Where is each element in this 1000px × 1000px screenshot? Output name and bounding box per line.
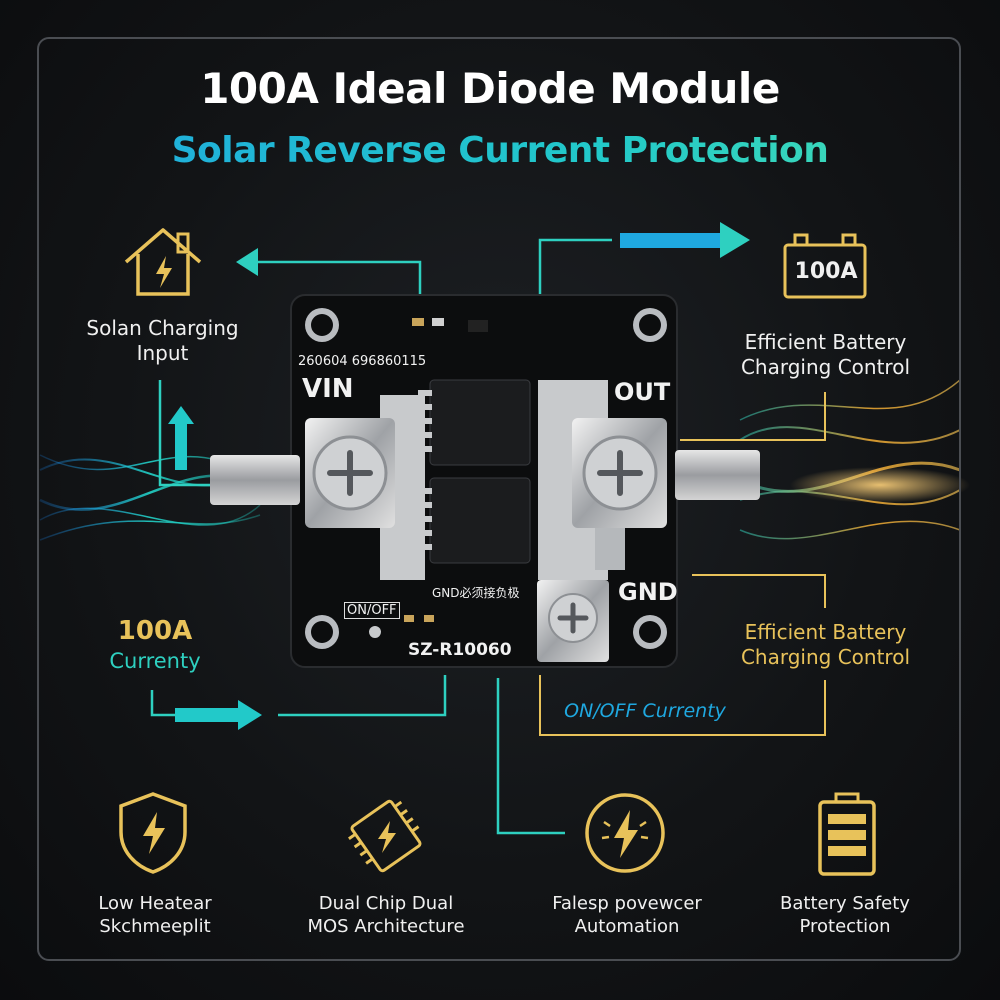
callout-battery-top-line2: Charging Control — [740, 355, 911, 379]
feature-dual-chip-line1: Dual Chip Dual — [318, 893, 454, 914]
battery-icon — [810, 790, 886, 884]
page-subtitle: Solar Reverse Current Protection — [0, 130, 1000, 171]
board-vin-label: VIN — [302, 374, 354, 404]
board-serial: 260604 696860115 — [298, 354, 427, 369]
board-onoff-label: ON/OFF — [344, 602, 400, 619]
board-model: SZ-R10060 — [408, 640, 512, 660]
page-title: 100A Ideal Diode Module — [200, 64, 780, 113]
callout-battery-top: Efficient Battery Charging Control — [718, 330, 933, 380]
mounting-holes — [305, 308, 667, 649]
content-frame — [37, 37, 961, 961]
feature-dual-chip: Dual Chip Dual MOS Architecture — [276, 892, 496, 939]
feature-automation-line1: Falesp povewcer — [552, 893, 702, 914]
flow-arrows — [168, 222, 750, 730]
callout-onoff: ON/OFF Currenty — [564, 700, 726, 722]
board-out-label: OUT — [614, 378, 671, 406]
feature-automation: Falesp povewcer Automation — [517, 892, 737, 939]
board-gnd-note: GND必须接负极 — [432, 586, 520, 600]
callout-solar-input-line2: Input — [136, 341, 189, 365]
callout-solar-input: Solan Charging Input — [70, 316, 255, 366]
shield-bolt-icon — [115, 790, 191, 880]
callout-current: 100A Currenty — [90, 615, 220, 674]
connector-lines — [150, 238, 612, 835]
dual-chip-icon — [340, 795, 432, 881]
terminal-out — [572, 418, 760, 528]
battery-100a-icon — [783, 233, 867, 299]
callout-current-label: Currenty — [109, 648, 201, 673]
callout-solar-input-line1: Solan Charging — [86, 316, 239, 340]
board-gnd-label: GND — [618, 578, 678, 606]
callout-current-value: 100A — [117, 616, 193, 646]
feature-low-heat: Low Heatear Skchmeeplit — [45, 892, 265, 939]
feature-dual-chip-line2: MOS Architecture — [307, 916, 465, 938]
feature-automation-line2: Automation — [574, 916, 680, 938]
mosfet-chip-top — [418, 379, 531, 466]
callout-battery-gold: Efficient Battery Charging Control — [718, 620, 933, 670]
mosfet-chip-bottom — [418, 477, 531, 564]
feature-low-heat-line1: Low Heatear — [98, 893, 212, 914]
feature-battery-safety-line1: Battery Safety — [780, 893, 910, 914]
terminal-gnd — [537, 580, 609, 662]
feature-low-heat-line2: Skchmeeplit — [99, 916, 211, 938]
feature-battery-safety-line2: Protection — [799, 916, 891, 938]
callout-battery-gold-line1: Efficient Battery — [744, 620, 907, 644]
pcb-board — [210, 294, 760, 668]
feature-battery-safety: Battery Safety Protection — [735, 892, 955, 939]
battery-badge: 100A — [794, 259, 858, 284]
bolt-circle-icon — [580, 788, 670, 882]
callout-battery-top-line1: Efficient Battery — [744, 330, 907, 354]
callout-battery-gold-line2: Charging Control — [740, 645, 911, 669]
solar-house-icon — [118, 222, 208, 304]
terminal-vin — [210, 418, 395, 528]
gold-connector-lines — [539, 392, 826, 736]
